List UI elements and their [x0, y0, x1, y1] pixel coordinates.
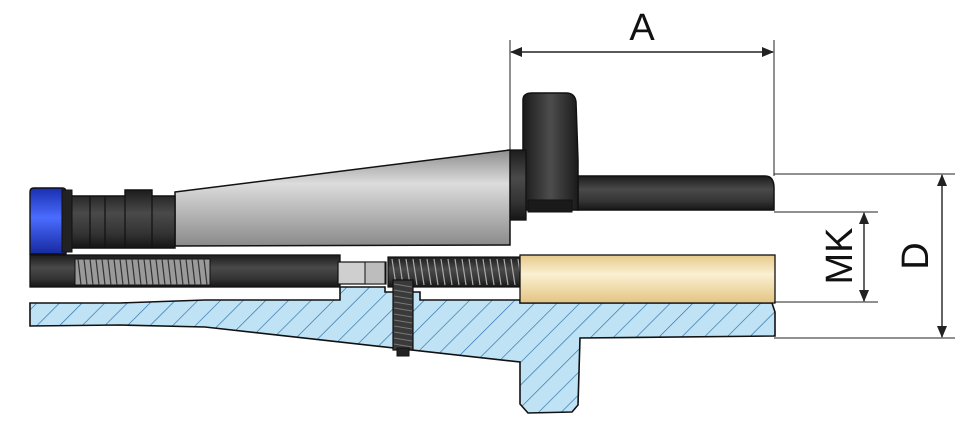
thread-line [489, 258, 495, 286]
thread-line [393, 307, 413, 312]
thread-line [161, 258, 166, 286]
body-cylinder [577, 175, 775, 211]
thread-line [95, 258, 100, 286]
thread-line [393, 337, 413, 342]
dim-label-d: D [895, 242, 937, 269]
thread-line [468, 258, 474, 286]
thread-line [393, 319, 413, 324]
thread-line [149, 258, 154, 286]
thread-line [77, 258, 82, 286]
thread-line [393, 283, 413, 288]
thread-line [83, 258, 88, 286]
thread-line [419, 258, 425, 286]
thread-line [119, 258, 124, 286]
thread-line [475, 258, 481, 286]
thread-line [203, 258, 208, 286]
taper-shank [174, 149, 511, 247]
dim-label-a: A [629, 7, 655, 49]
blue-end-cap [29, 187, 67, 255]
thread-line [131, 258, 136, 286]
hatched-section [29, 286, 776, 414]
flange [522, 92, 579, 211]
thread-line [137, 258, 142, 286]
dim-label-mk: MK [819, 228, 861, 285]
thread-line [393, 289, 413, 294]
thread-line [173, 258, 178, 286]
thread-line [125, 258, 130, 286]
thread-line [101, 258, 106, 286]
retention-knob [69, 189, 176, 249]
thread-line [393, 313, 413, 318]
thread-line [113, 258, 118, 286]
thread-line [393, 325, 413, 330]
thread-line [412, 258, 418, 286]
thread-line [447, 258, 453, 286]
thread-line [107, 258, 112, 286]
thread-line [433, 258, 439, 286]
thread-line [454, 258, 460, 286]
thread-line [393, 331, 413, 336]
thread-line [503, 258, 509, 286]
thread-line [191, 258, 196, 286]
thread-line [461, 258, 467, 286]
thread-line [510, 258, 516, 286]
thread-line [89, 258, 94, 286]
thread-line [426, 258, 432, 286]
thread-line [185, 258, 190, 286]
thread-line [393, 343, 413, 348]
threaded-drawbar [74, 258, 211, 286]
flange-slot [527, 199, 573, 213]
tool-bore [519, 254, 776, 304]
thread-line [440, 258, 446, 286]
thread-line [197, 258, 202, 286]
thread-line [393, 301, 413, 306]
thread-line [393, 295, 413, 300]
thread-line [179, 258, 184, 286]
thread-line [496, 258, 502, 286]
thread-line [167, 258, 172, 286]
thread-line [155, 258, 160, 286]
thread-line [143, 258, 148, 286]
thread-line [482, 258, 488, 286]
